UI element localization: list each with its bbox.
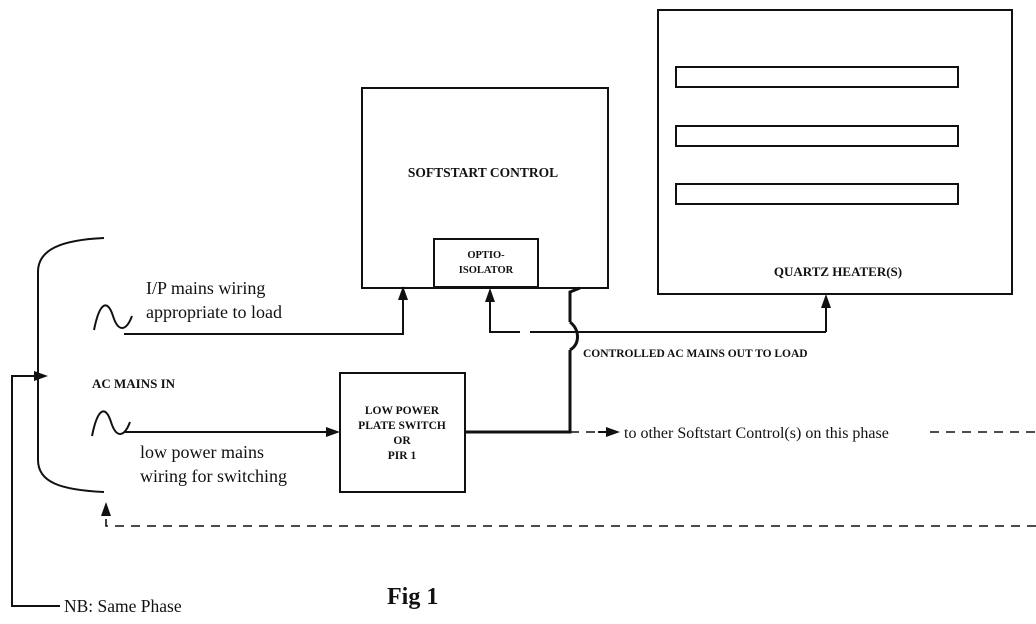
low-power-label-3: OR [393,435,411,447]
heater-element-2 [675,125,959,147]
low-power-label-4: PIR 1 [388,450,417,462]
softstart-control-label: SOFTSTART CONTROL [408,165,558,180]
low-power-switch-box [339,372,466,493]
optio-isolator-label-2: ISOLATOR [459,265,514,276]
optio-isolator-label-1: OPTIO- [467,250,505,261]
ac-source-icon-upper [93,304,133,331]
low-power-label-2: PLATE SWITCH [358,420,446,432]
controlled-output-left-wire [489,302,520,333]
same-phase-bracket [11,375,60,607]
ac-mains-brace [37,237,105,493]
low-power-label-1: LOW POWER [365,405,440,417]
heater-element-1 [675,66,959,88]
quartz-heater-block: QUARTZ HEATER(S) [657,9,1013,295]
same-phase-label: NB: Same Phase [64,596,182,616]
optio-arrow-icon [485,288,495,302]
switch-output-upper-wire [568,286,581,322]
low-power-mains-arrow-icon [326,427,340,437]
return-arrow-icon [101,502,111,516]
crossover-hop [568,320,579,352]
controlled-output-label: CONTROLLED AC MAINS OUT TO LOAD [583,348,808,360]
ip-mains-arrow-icon [398,286,408,300]
return-dash-line [105,514,1036,527]
switch-output-wire [465,350,572,434]
same-phase-arrow-icon [34,371,48,381]
low-power-mains-label-1: low power mains [140,442,264,462]
optio-isolator-box [433,238,539,288]
heater-arrow-icon [821,294,831,308]
other-controls-label: to other Softstart Control(s) on this ph… [624,425,889,442]
ip-mains-label-1: I/P mains wiring [146,278,265,298]
to-other-controls-arrow-icon [606,427,620,437]
softstart-control-block: SOFTSTART CONTROL OPTIO- ISOLATOR [361,87,609,289]
low-power-switch-block: LOW POWER PLATE SWITCH OR PIR 1 [339,372,466,493]
ip-mains-label-2: appropriate to load [146,302,282,322]
quartz-heater-box [657,9,1013,295]
ac-mains-in-label: AC MAINS IN [92,376,176,391]
quartz-heater-label: QUARTZ HEATER(S) [774,264,902,279]
figure-caption: Fig 1 [387,584,438,610]
heater-element-3 [675,183,959,205]
low-power-mains-label-2: wiring for switching [140,466,287,486]
ip-mains-wire [124,298,404,335]
